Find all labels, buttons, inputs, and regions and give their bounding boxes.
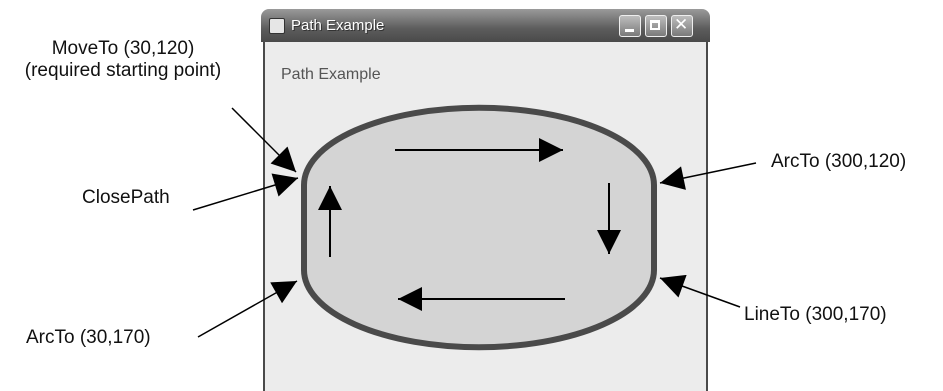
moveto-sublabel: (required starting point) [24,60,222,81]
rounded-path-shape [301,104,657,351]
lineto-label: LineTo (300,170) [744,304,887,325]
maximize-icon [650,20,660,30]
arcto-right-label: ArcTo (300,120) [771,151,907,172]
arcto-left-pointer [197,280,298,338]
moveto-label: MoveTo (30,120) [51,38,195,59]
title-bar[interactable]: Path Example ✕ [261,9,710,42]
lineto-pointer [659,274,741,308]
moveto-pointer [231,107,297,173]
close-icon: ✕ [674,15,689,35]
closepath-label: ClosePath [82,187,170,208]
content-label: Path Example [281,66,381,83]
close-button[interactable]: ✕ [671,15,693,37]
arcto-left-label: ArcTo (30,170) [26,327,151,348]
minimize-button[interactable] [619,15,641,37]
window-title: Path Example [291,17,385,34]
closepath-pointer [192,173,299,211]
minimize-icon [625,29,634,32]
arcto-right-pointer [659,162,757,190]
moveto-annotation: MoveTo (30,120) (required starting point… [6,38,240,82]
java-cup-icon [269,18,285,34]
maximize-button[interactable] [645,15,667,37]
